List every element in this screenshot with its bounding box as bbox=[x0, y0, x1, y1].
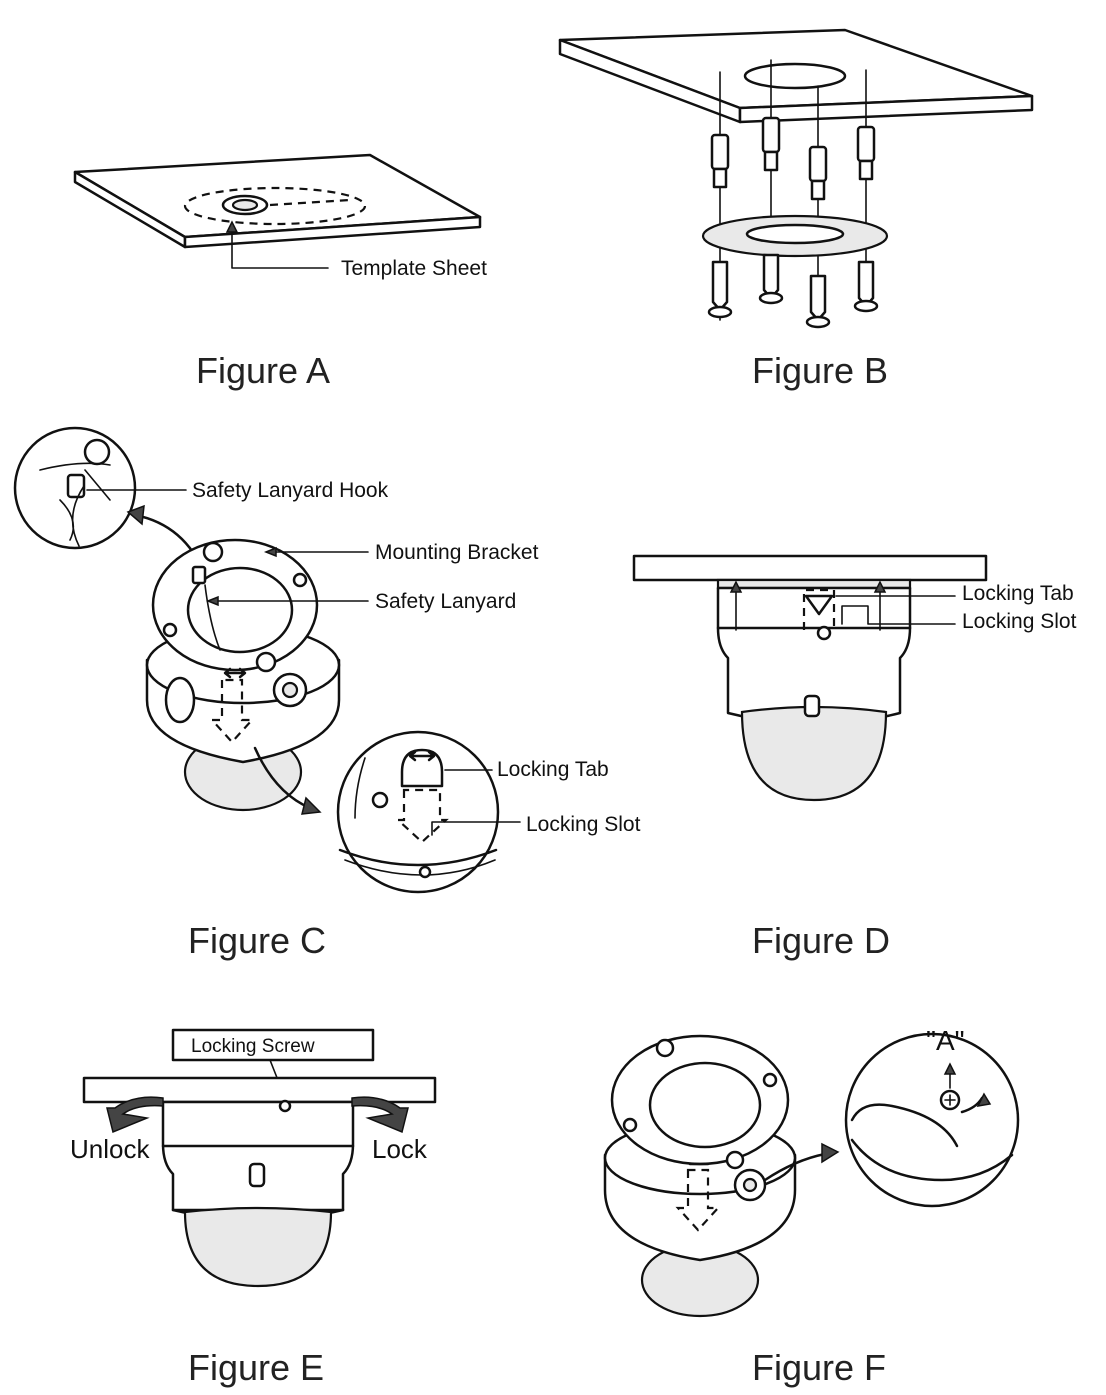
figure-b: Figure B bbox=[558, 28, 1034, 391]
figure-c-caption: Figure C bbox=[188, 920, 326, 961]
figure-f: "A" Figure F bbox=[603, 1025, 1020, 1388]
unlock-arrow bbox=[106, 1096, 164, 1134]
lock-arrow bbox=[351, 1096, 409, 1134]
screws bbox=[707, 253, 879, 329]
ceiling-panel bbox=[632, 554, 988, 582]
figure-a-caption: Figure A bbox=[196, 350, 330, 391]
lock-label: Lock bbox=[372, 1134, 428, 1164]
cable-hole bbox=[743, 62, 847, 90]
figure-d: Locking Tab Locking Slot Figure D bbox=[632, 554, 1077, 961]
locking-slot-label: Locking Slot bbox=[526, 813, 641, 836]
figure-f-caption: Figure F bbox=[752, 1347, 886, 1388]
locking-tab-label: Locking Tab bbox=[962, 582, 1074, 605]
figure-e: Locking Screw Unlock Lock Figure E bbox=[70, 1028, 437, 1388]
locking-screw-label: Locking Screw bbox=[191, 1036, 315, 1057]
point-a-label: "A" bbox=[926, 1025, 965, 1056]
locking-tab-zoom bbox=[336, 730, 500, 894]
figure-c: Safety Lanyard Hook Mounting Bracket Saf… bbox=[13, 426, 641, 961]
locking-screw-callout bbox=[171, 1028, 375, 1062]
mounting-bracket-label: Mounting Bracket bbox=[375, 541, 539, 564]
locking-screw bbox=[278, 1099, 292, 1113]
dome bbox=[183, 1206, 333, 1288]
camera-housing bbox=[161, 1100, 355, 1222]
template-sheet-leader bbox=[231, 225, 329, 269]
dome bbox=[740, 705, 888, 802]
unlock-label: Unlock bbox=[70, 1134, 150, 1164]
safety-lanyard-hook-label: Safety Lanyard Hook bbox=[192, 479, 389, 502]
figure-a: Template Sheet Figure A bbox=[73, 153, 487, 391]
figure-b-caption: Figure B bbox=[752, 350, 888, 391]
template-sheet bbox=[183, 186, 367, 226]
safety-lanyard-hook bbox=[66, 473, 86, 499]
safety-lanyard-label: Safety Lanyard bbox=[375, 590, 516, 613]
figure-e-caption: Figure E bbox=[188, 1347, 324, 1388]
template-sheet-label: Template Sheet bbox=[341, 257, 487, 280]
wall-anchors bbox=[710, 116, 876, 201]
locking-tab-label: Locking Tab bbox=[497, 758, 609, 781]
locking-slot-label: Locking Slot bbox=[962, 610, 1077, 633]
figure-d-caption: Figure D bbox=[752, 920, 890, 961]
